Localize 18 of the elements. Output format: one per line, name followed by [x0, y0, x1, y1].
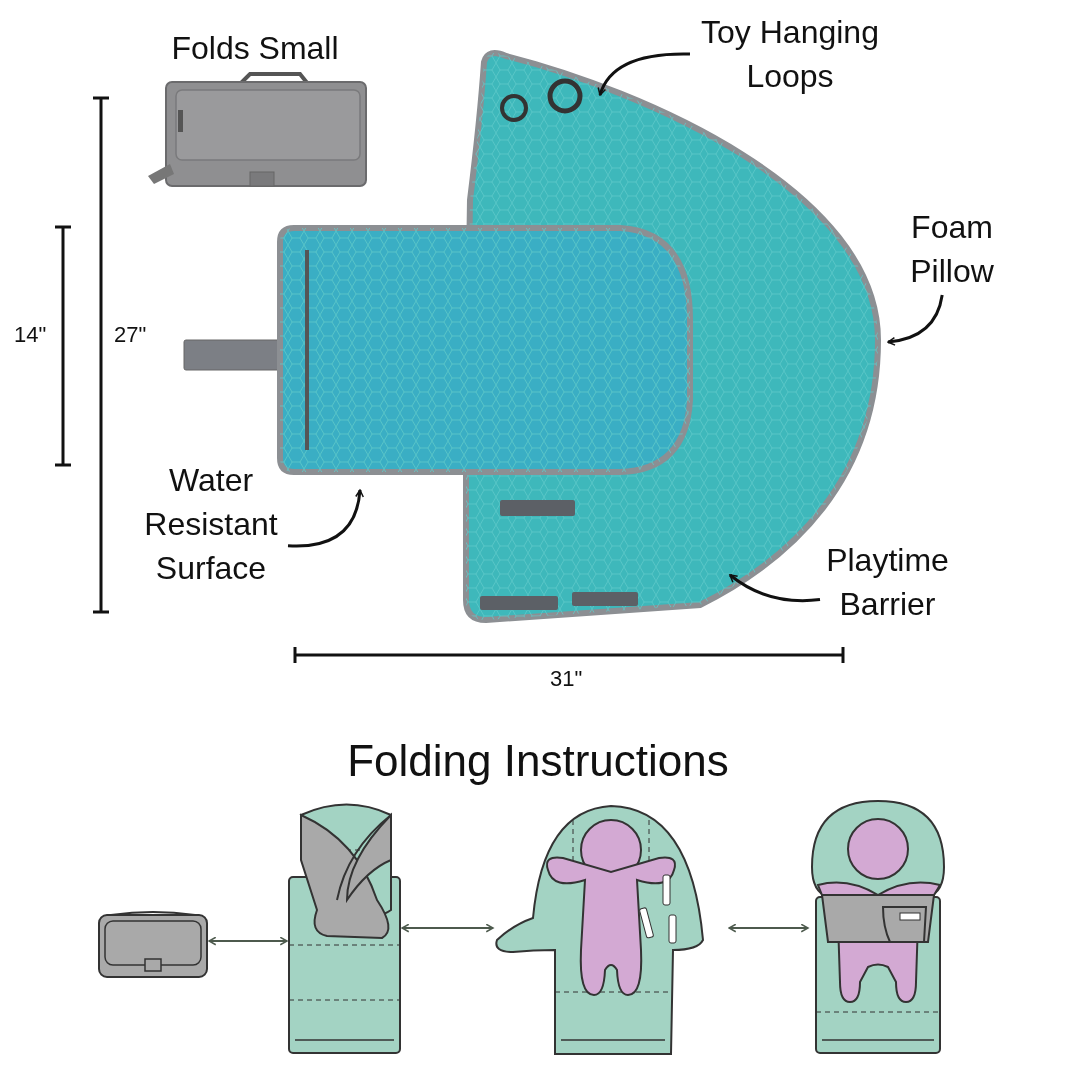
arrow — [401, 923, 494, 933]
callout-text: Folds Small — [171, 29, 339, 68]
folding-step-drawing — [808, 797, 948, 1056]
leader-arrow — [729, 573, 821, 603]
callout-text: Playtime Barrier — [825, 541, 950, 624]
folding-step-drawing — [287, 800, 402, 1056]
dimension-label: 14" — [14, 321, 47, 349]
section-heading: Folding Instructions — [346, 735, 730, 787]
arrow — [728, 923, 809, 933]
dimension-label: 31" — [550, 665, 583, 693]
dimension-label: 27" — [114, 321, 147, 349]
arrow — [208, 936, 288, 946]
callout-text: Toy Hanging Loops — [700, 13, 880, 96]
callout-text: Foam Pillow — [909, 208, 995, 291]
leader-arrow — [598, 52, 690, 96]
leader-arrow — [887, 294, 944, 346]
leader-arrow — [287, 489, 364, 548]
callout-text: Water Resistant Surface — [143, 461, 279, 588]
